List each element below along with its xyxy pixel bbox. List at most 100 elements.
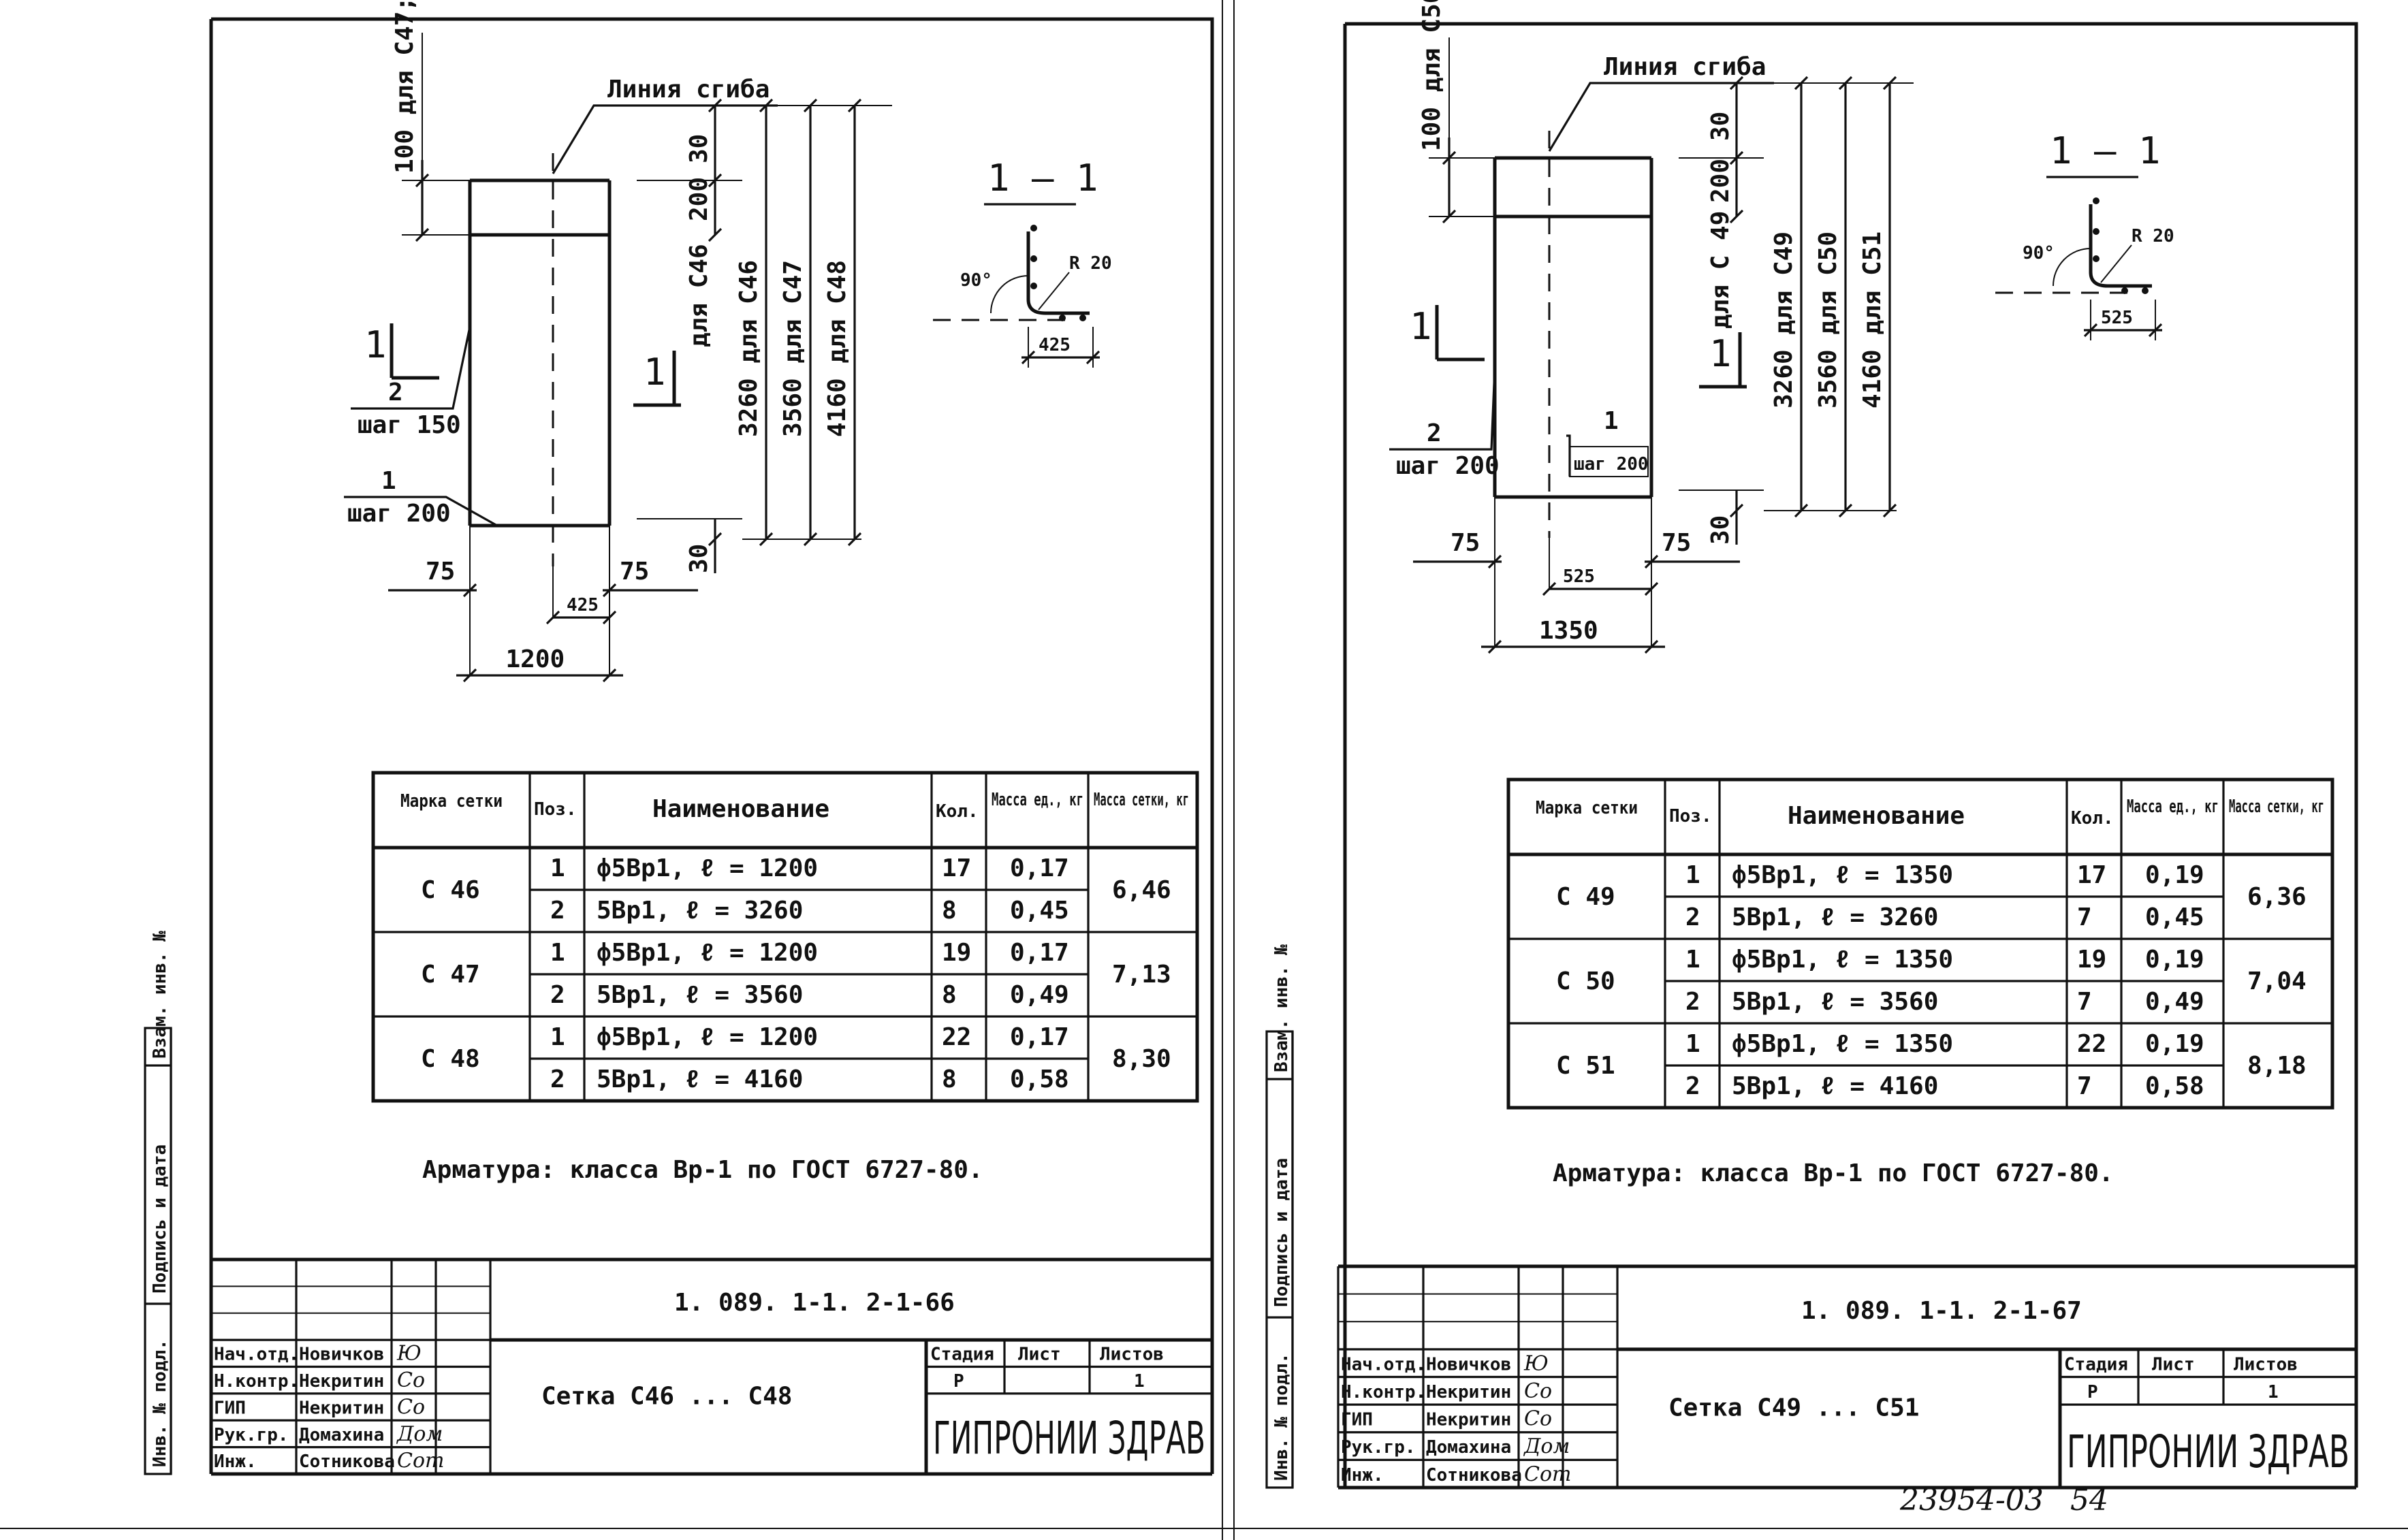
label: 17 [2077, 861, 2106, 889]
label: 5Вр1, ℓ = 3560 [1732, 988, 1938, 1016]
label: 17 [942, 854, 971, 882]
line [1487, 639, 1502, 654]
label: 0,17 [1010, 854, 1069, 882]
label: 1 [1410, 305, 1432, 348]
line [462, 583, 477, 598]
vertical-label: Взам. инв. № [1271, 944, 1292, 1072]
label: ф5Вр1, ℓ = 1350 [1732, 861, 1953, 889]
label: 425 [1039, 335, 1071, 355]
line [1542, 581, 1557, 596]
table-header: Марка сетки [1536, 798, 1638, 818]
label: R 20 [2132, 226, 2174, 246]
label: 1. 089. 1-1. 2-1-67 [1801, 1297, 2082, 1325]
vertical-label: 3260 для С49 [1770, 231, 1798, 408]
label: 0,49 [2145, 988, 2204, 1016]
label: С 50 [1556, 967, 1615, 995]
label: 7 [2077, 903, 2092, 931]
spec-table [1506, 777, 2334, 1110]
label: 1 [550, 854, 565, 882]
label: Сетка С49 ... С51 [1668, 1394, 1919, 1422]
label: 8 [942, 1065, 957, 1093]
label: 90° [960, 270, 992, 291]
rod-dot [1059, 315, 1066, 321]
line [847, 98, 862, 113]
vertical-label: 3560 для С47 [779, 260, 807, 437]
label: 2 [550, 981, 565, 1009]
label: 75 [1662, 529, 1691, 557]
label: 1 [2268, 1382, 2279, 1402]
item2-leader [351, 326, 471, 410]
signature: Сот [1524, 1462, 1571, 1486]
line [1038, 272, 1070, 310]
vertical-label: Инв. № подл. [1271, 1353, 1292, 1481]
label: Сотникова [1426, 1465, 1522, 1486]
angle-arc [990, 275, 1029, 314]
vertical-label: 3560 для С50 [1814, 231, 1842, 408]
vertical-label: Подпись и дата [1271, 1158, 1292, 1307]
label: Н.контр. [214, 1371, 299, 1392]
table-header: Наименование [652, 795, 829, 823]
line [759, 98, 774, 113]
vertical-label: для С46 [685, 244, 713, 347]
label: 1 [1134, 1371, 1145, 1392]
label: 75 [620, 558, 649, 585]
label: 0,19 [2145, 946, 2204, 974]
label: 6,36 [2247, 883, 2307, 911]
item1-leader [344, 496, 498, 527]
line [462, 668, 477, 683]
label: 8 [942, 897, 957, 925]
label: 7,04 [2247, 967, 2307, 995]
label: 2 [388, 379, 403, 406]
sheet-frame [211, 17, 1214, 1474]
signature: Дом [396, 1422, 443, 1446]
vertical-label: Инв. № подл. [150, 1339, 170, 1467]
vertical-label: 3260 для С46 [735, 260, 763, 437]
vertical-label: Подпись и дата [150, 1144, 170, 1294]
line [1838, 76, 1853, 91]
line [1644, 639, 1659, 654]
rod-dot [2093, 228, 2100, 235]
label: Лист [1018, 1345, 1061, 1365]
label: 1 [1685, 1030, 1700, 1058]
label: Листов [2234, 1355, 2298, 1375]
label: 1 [1685, 861, 1700, 889]
section-rod [1026, 231, 1090, 315]
table-header: Поз. [534, 799, 577, 820]
line [1644, 581, 1659, 596]
label: Н.контр. [1341, 1382, 1426, 1402]
label: 2 [1685, 903, 1700, 931]
line [602, 583, 617, 598]
label: Домахина [1426, 1437, 1511, 1458]
label: ГИП [1341, 1410, 1373, 1430]
label: Инж. [1341, 1465, 1384, 1486]
label: С 46 [421, 876, 480, 904]
signature: Дом [1523, 1434, 1570, 1458]
label: Некритин [299, 1398, 384, 1418]
label: шаг 150 [358, 411, 461, 439]
label: 0,45 [1010, 897, 1069, 925]
organization: ГИПРОНИИ ЗДРАВ [2067, 1426, 2349, 1478]
label: Арматура: класса Вр-1 по ГОСТ 6727-80. [1553, 1159, 2114, 1187]
label: 0,58 [2145, 1072, 2204, 1100]
label: Нач.отд. [1341, 1354, 1426, 1375]
label: 0,19 [2145, 861, 2204, 889]
label: 1 [550, 1023, 565, 1051]
label: 22 [2077, 1030, 2106, 1058]
page-number: 54 [2070, 1483, 2108, 1518]
label: Сетка С46 ... С48 [541, 1383, 792, 1411]
label: 0,45 [2145, 903, 2204, 931]
label: Линия сгиба [607, 76, 770, 103]
label: Новичков [1426, 1354, 1511, 1375]
line [2083, 323, 2098, 338]
label: 1200 [506, 645, 565, 673]
line [708, 98, 723, 113]
rod-dot [2093, 197, 2100, 204]
label: 0,19 [2145, 1030, 2204, 1058]
line [1487, 554, 1502, 569]
label: 5Вр1, ℓ = 3260 [597, 897, 803, 925]
label: 525 [1563, 566, 1595, 587]
label: 2 [550, 897, 565, 925]
vertical-label: 4160 для С51 [1858, 231, 1886, 408]
